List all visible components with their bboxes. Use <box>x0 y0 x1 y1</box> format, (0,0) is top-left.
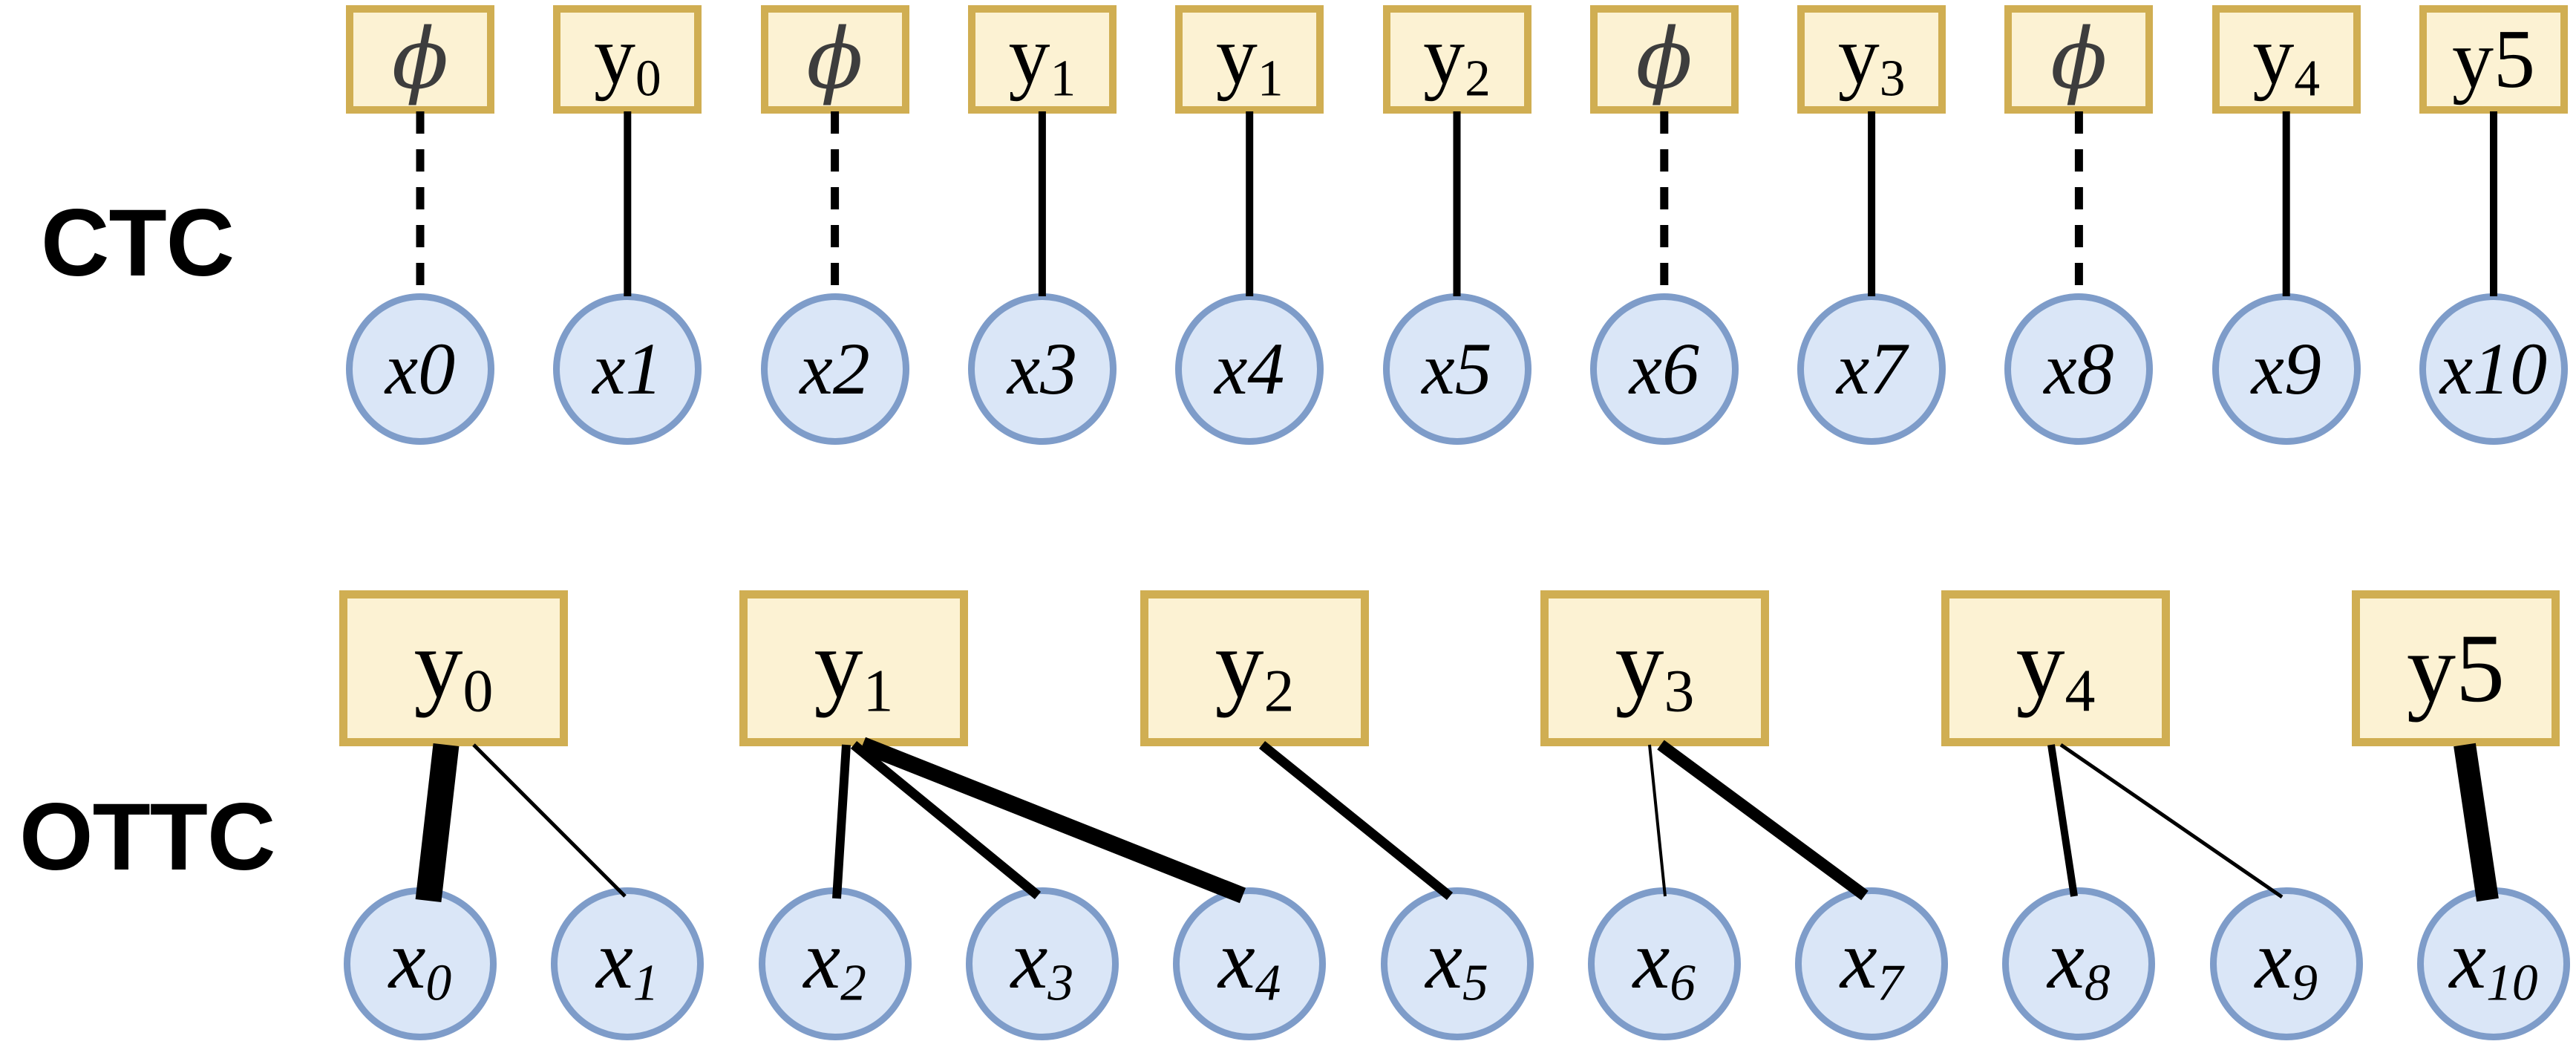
ctc-token-box: y5 <box>2419 5 2568 114</box>
node-label: x4 <box>1217 913 1281 1012</box>
ctc-frame-circle: x9 <box>2211 293 2361 445</box>
ctc-frame-circle: x7 <box>1797 293 1946 445</box>
node-label: ϕ <box>2050 11 2108 108</box>
ottc-frame-circle: x0 <box>344 887 497 1040</box>
node-label: y1 <box>1215 9 1284 108</box>
node-label: y2 <box>1215 609 1295 725</box>
node-label: x2 <box>800 327 870 410</box>
ottc-frame-circle: x6 <box>1587 887 1741 1040</box>
node-label: x5 <box>1422 327 1492 410</box>
node-label: y0 <box>593 9 661 108</box>
ottc-frame-circle: x4 <box>1173 887 1327 1040</box>
ottc-token-box: y5 <box>2352 590 2560 746</box>
node-label: y0 <box>413 609 494 725</box>
ottc-token-box: y0 <box>339 590 568 746</box>
node-label: y5 <box>2407 613 2505 723</box>
node-label: x9 <box>2255 913 2318 1012</box>
node-label: x8 <box>2047 913 2111 1012</box>
ctc-token-box: y3 <box>1797 5 1946 114</box>
node-label: x1 <box>596 913 659 1012</box>
ctc-blank-box: ϕ <box>2004 5 2154 114</box>
ctc-frame-circle: x6 <box>1589 293 1739 445</box>
ottc-frame-circle: x9 <box>2209 887 2363 1040</box>
ctc-frame-circle: x1 <box>553 293 702 445</box>
ctc-token-box: y4 <box>2211 5 2361 114</box>
ottc-frame-circle: x2 <box>758 887 912 1040</box>
node-label: x7 <box>1836 327 1907 410</box>
ctc-frame-circle: x2 <box>760 293 909 445</box>
node-label: ϕ <box>806 11 863 108</box>
ctc-frame-circle: x0 <box>346 293 494 445</box>
node-label: x0 <box>385 327 456 410</box>
node-label: x8 <box>2044 327 2114 410</box>
ottc-token-box: y2 <box>1140 590 1369 746</box>
node-label: x10 <box>2439 327 2548 410</box>
ctc-blank-box: ϕ <box>346 5 494 114</box>
ottc-frame-circle: x5 <box>1380 887 1534 1040</box>
ctc-token-box: y2 <box>1382 5 1531 114</box>
node-label: y4 <box>2252 9 2321 108</box>
ottc-frame-circle: x3 <box>965 887 1119 1040</box>
node-label: x4 <box>1214 327 1285 410</box>
ottc-token-box: y4 <box>1941 590 2170 746</box>
ctc-frame-circle: x5 <box>1382 293 1531 445</box>
node-label: x7 <box>1840 913 1903 1012</box>
ctc-frame-circle: x3 <box>967 293 1117 445</box>
node-label: x3 <box>1007 327 1078 410</box>
node-label: ϕ <box>1635 11 1693 108</box>
node-label: x10 <box>2449 913 2538 1012</box>
ottc-frame-circle: x7 <box>1795 887 1949 1040</box>
ottc-frame-circle: x1 <box>551 887 705 1040</box>
node-label: x6 <box>1629 327 1699 410</box>
ctc-row-label: CTC <box>41 190 235 296</box>
ctc-blank-box: ϕ <box>760 5 909 114</box>
ctc-token-box: y1 <box>967 5 1117 114</box>
ottc-row-label: OTTC <box>19 784 275 890</box>
node-label: y3 <box>1615 609 1695 725</box>
ctc-blank-box: ϕ <box>1589 5 1739 114</box>
ctc-frame-circle: x8 <box>2004 293 2154 445</box>
node-label: x0 <box>388 913 452 1012</box>
node-label: x2 <box>803 913 866 1012</box>
ctc-token-box: y1 <box>1175 5 1324 114</box>
node-label: y4 <box>2016 609 2096 725</box>
node-label: y5 <box>2452 13 2535 105</box>
node-label: y3 <box>1837 9 1906 108</box>
ottc-frame-circle: x10 <box>2417 887 2570 1040</box>
node-label: ϕ <box>391 11 449 108</box>
ctc-token-box: y0 <box>553 5 702 114</box>
node-label: x9 <box>2251 327 2321 410</box>
node-label: x6 <box>1632 913 1696 1012</box>
node-label: y2 <box>1423 9 1491 108</box>
node-label: x5 <box>1425 913 1488 1012</box>
ottc-frame-circle: x8 <box>2002 887 2156 1040</box>
ctc-frame-circle: x4 <box>1175 293 1324 445</box>
node-label: y1 <box>1008 9 1076 108</box>
node-label: x3 <box>1010 913 1074 1012</box>
ottc-token-box: y1 <box>739 590 968 746</box>
node-label: x1 <box>592 327 663 410</box>
ctc-frame-circle: x10 <box>2419 293 2568 445</box>
ottc-token-box: y3 <box>1540 590 1769 746</box>
node-label: y1 <box>814 609 894 725</box>
